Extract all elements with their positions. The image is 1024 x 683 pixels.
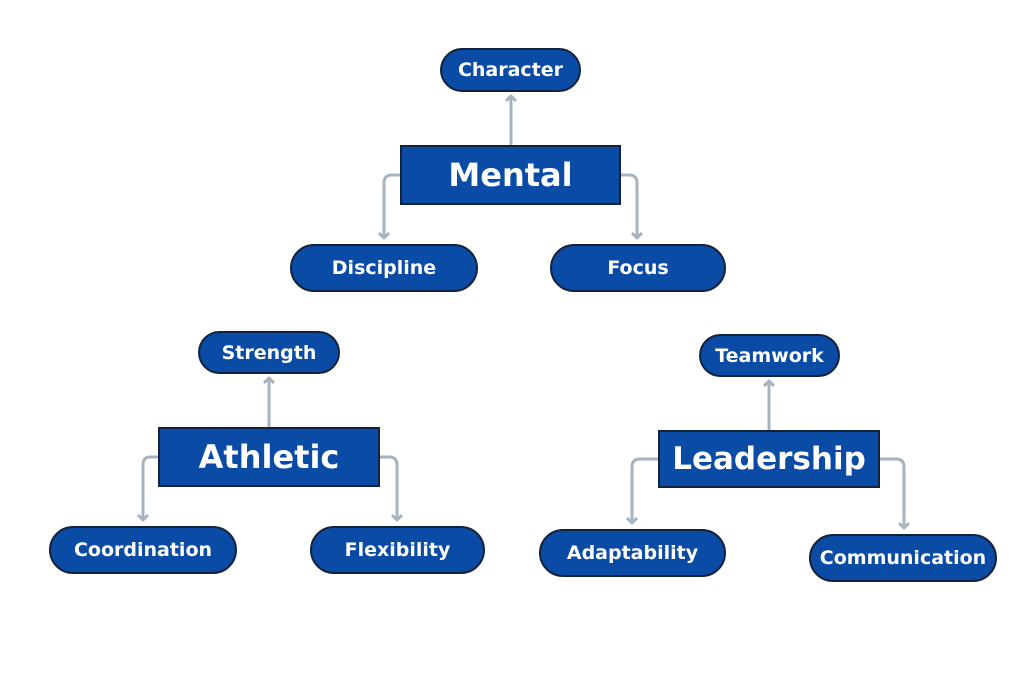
teamwork-node: Teamwork: [699, 334, 840, 377]
connector-mental-discipline: [384, 173, 400, 238]
focus-node: Focus: [550, 244, 726, 292]
connector-mental-focus: [621, 173, 637, 238]
strength-node: Strength: [198, 331, 340, 374]
character-node: Character: [440, 48, 581, 92]
discipline-node: Discipline: [290, 244, 478, 292]
leadership-box: Leadership: [658, 430, 880, 488]
connector-athletic-coordination: [143, 455, 158, 520]
connector-athletic-flexibility: [380, 455, 397, 520]
coordination-node: Coordination: [49, 526, 237, 574]
connector-leadership-adaptability: [632, 457, 658, 523]
adaptability-node: Adaptability: [539, 529, 726, 577]
communication-node: Communication: [809, 534, 997, 582]
connector-leadership-communication: [880, 457, 904, 528]
flexibility-node: Flexibility: [310, 526, 485, 574]
mental-box: Mental: [400, 145, 621, 205]
athletic-box: Athletic: [158, 427, 380, 487]
